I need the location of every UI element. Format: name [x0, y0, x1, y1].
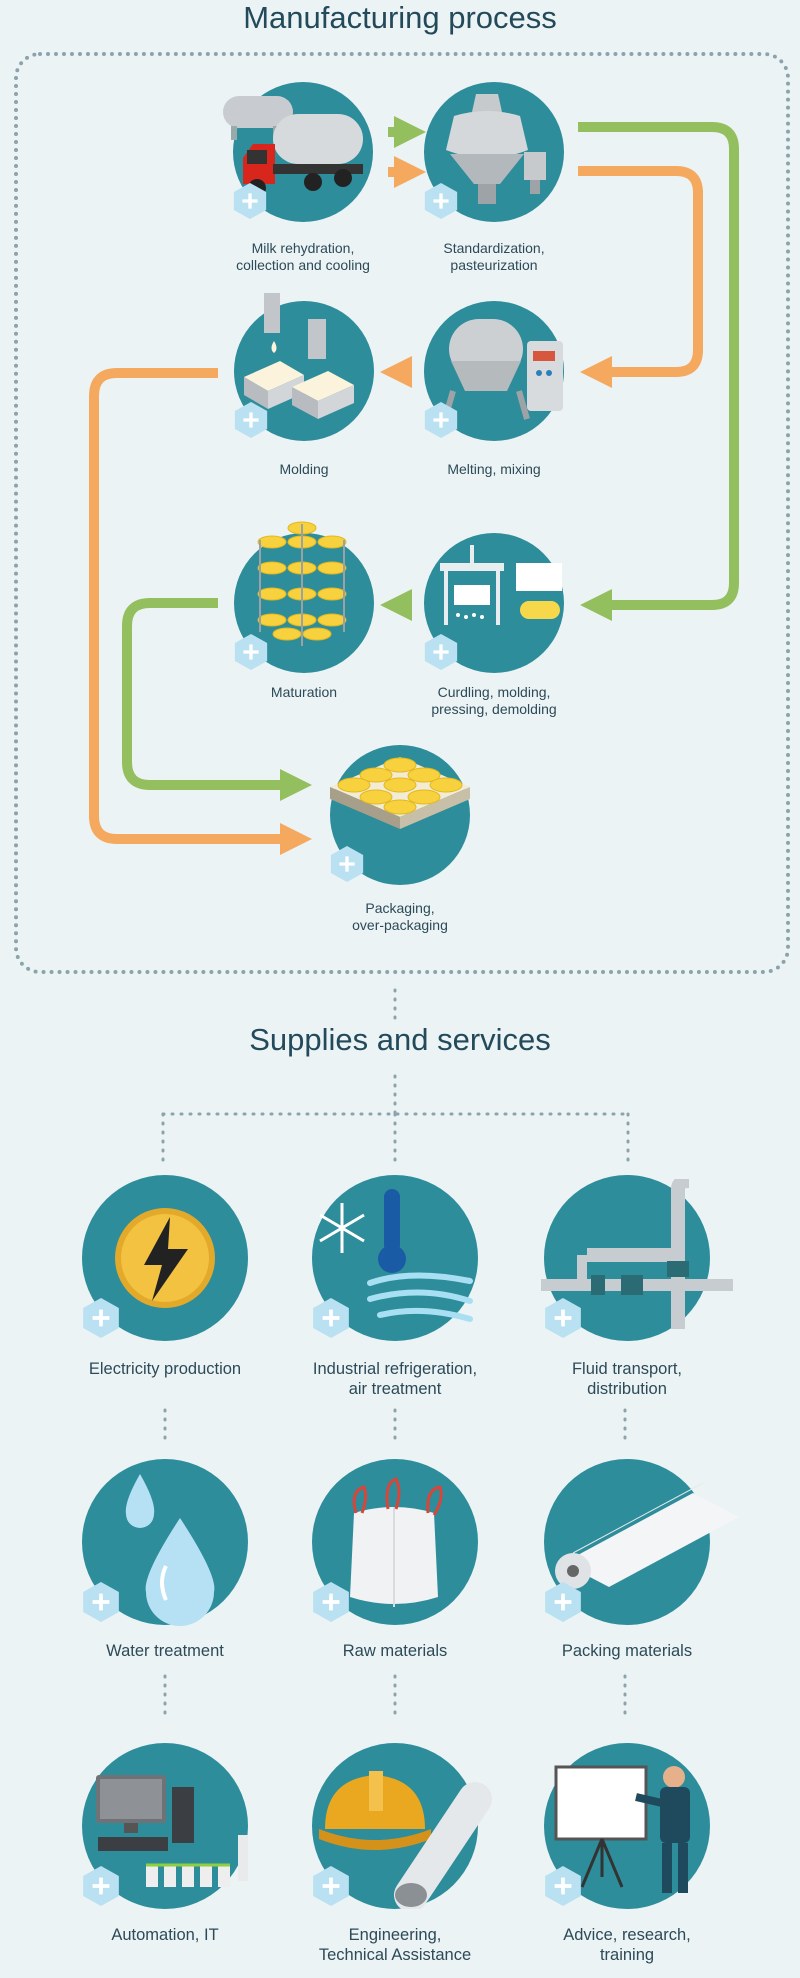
molds-icon: [244, 293, 354, 419]
arrow-standard-to-curdling: [578, 122, 739, 622]
service-4-label: Raw materials: [342, 1642, 448, 1660]
plus-icon[interactable]: [422, 401, 460, 439]
plus-icon[interactable]: [310, 1865, 352, 1907]
lightning-icon: [115, 1208, 215, 1308]
cheese-tray-icon: [330, 757, 470, 829]
plus-icon[interactable]: [232, 401, 270, 439]
plus-icon[interactable]: [328, 845, 366, 883]
manufacturing-frame: [14, 52, 790, 974]
step-milk-label: Milk rehydration, collection and cooling: [236, 240, 370, 273]
plus-icon[interactable]: [80, 1581, 122, 1623]
plus-icon[interactable]: [422, 633, 460, 671]
step-molding-label: Molding: [279, 461, 329, 477]
plus-icon[interactable]: [231, 182, 269, 220]
service-1-label: Industrial refrigeration, air treatment: [312, 1360, 478, 1398]
plus-icon[interactable]: [542, 1297, 584, 1339]
plus-icon[interactable]: [542, 1865, 584, 1907]
separator-icon: [446, 94, 546, 204]
arrow-molding-to-packaging: [89, 368, 313, 856]
step-standard-label: Standardization, pasteurization: [443, 240, 545, 273]
service-2-label: Fluid transport, distribution: [571, 1360, 683, 1398]
plus-icon[interactable]: [422, 182, 460, 220]
service-3-label: Water treatment: [106, 1642, 224, 1660]
supplies-title: Supplies and services: [249, 1022, 551, 1057]
plus-icon[interactable]: [310, 1297, 352, 1339]
milk-truck-icon: [223, 96, 363, 197]
step-curdling-label: Curdling, molding, pressing, demolding: [431, 684, 557, 717]
press-icon: [440, 545, 562, 625]
bulk-bag-icon: [350, 1477, 443, 1607]
service-8-label: Advice, research, training: [563, 1926, 691, 1964]
presenter-icon: [554, 1765, 690, 1893]
step-packaging-label: Packaging, over-packaging: [352, 900, 448, 933]
plus-icon[interactable]: [310, 1581, 352, 1623]
manufacturing-title: Manufacturing process: [243, 0, 557, 35]
arrow-standard-to-melting: [578, 166, 703, 389]
service-7-label: Engineering, Technical Assistance: [318, 1926, 472, 1964]
arrow-maturation-to-packaging: [122, 598, 313, 802]
service-0-label: Electricity production: [88, 1360, 242, 1378]
computer-icon: [96, 1775, 248, 1887]
service-6-label: Automation, IT: [111, 1926, 219, 1944]
pipes-icon: [541, 1179, 733, 1329]
plus-icon[interactable]: [80, 1865, 122, 1907]
step-maturation-label: Maturation: [270, 684, 338, 700]
snowflake-thermometer-icon: [319, 1189, 473, 1322]
film-roll-icon: [555, 1483, 739, 1589]
plus-icon[interactable]: [232, 633, 270, 671]
hard-hat-icon: [319, 1771, 492, 1909]
plus-icon[interactable]: [542, 1581, 584, 1623]
service-5-label: Packing materials: [561, 1642, 693, 1660]
mixer-icon: [442, 319, 563, 420]
water-drop-icon: [125, 1474, 215, 1626]
step-melting-label: Melting, mixing: [447, 461, 541, 477]
cheese-rack-icon: [257, 521, 347, 646]
plus-icon[interactable]: [80, 1297, 122, 1339]
